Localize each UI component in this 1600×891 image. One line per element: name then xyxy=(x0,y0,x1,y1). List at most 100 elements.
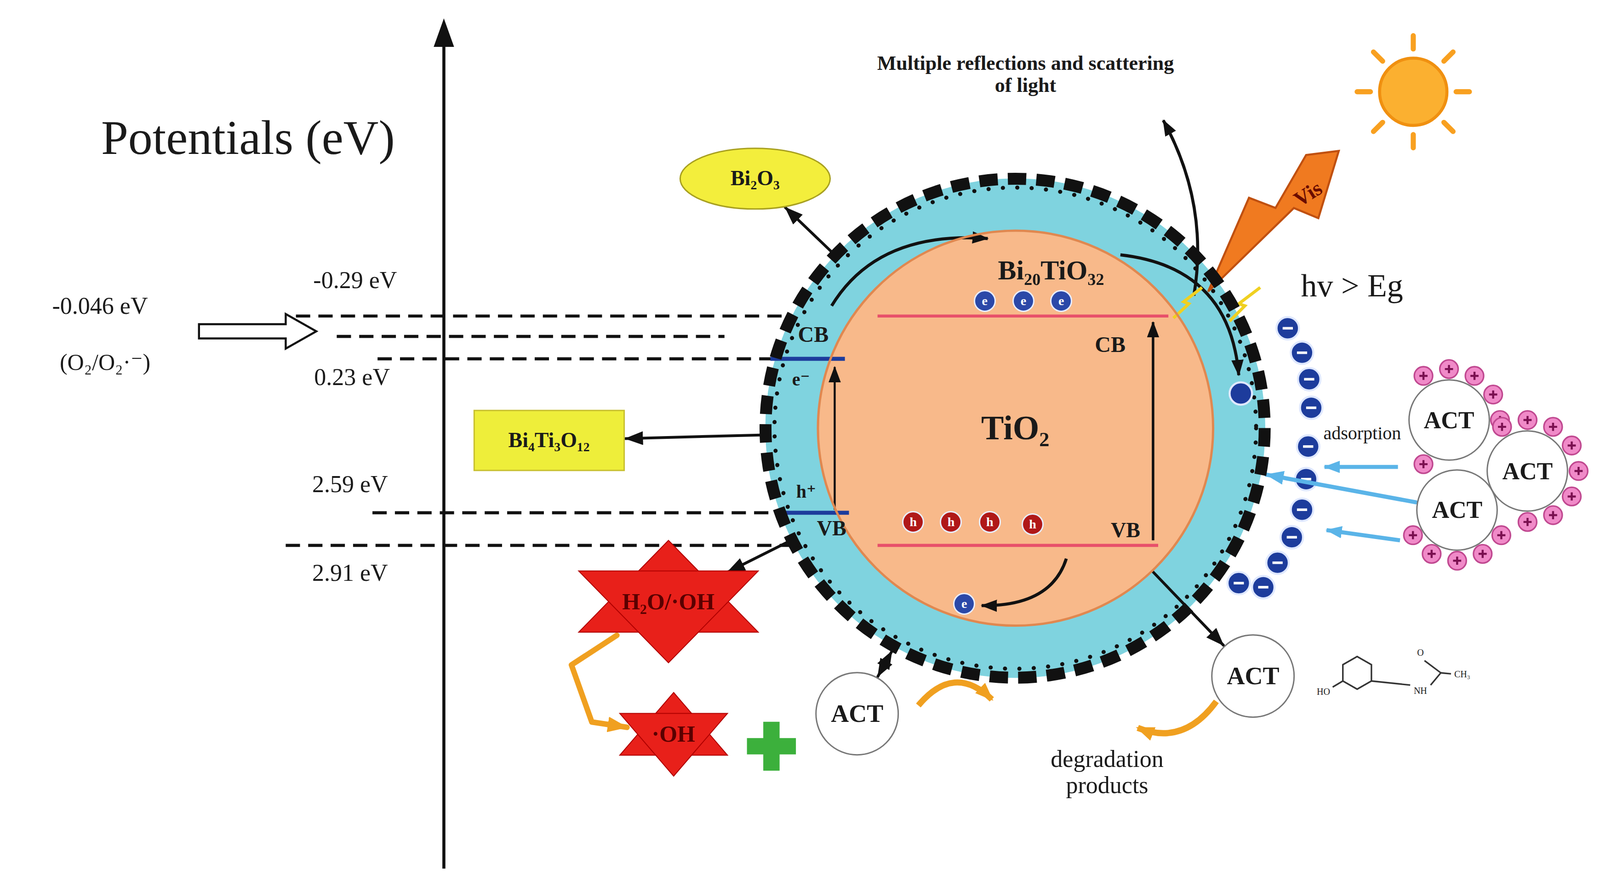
negative-charge xyxy=(1251,576,1275,599)
plus-mark xyxy=(1567,492,1577,502)
carrier-letter: h xyxy=(978,511,1001,534)
text-label: (O₂/O₂·⁻) xyxy=(59,349,151,375)
plus-mark xyxy=(1567,441,1577,451)
pollutant-circle: ACT xyxy=(1210,633,1296,720)
text-label-holder: CB xyxy=(1094,332,1126,358)
text-label: CB xyxy=(798,322,829,348)
shell-dots xyxy=(774,187,1257,669)
plus-sign xyxy=(747,722,797,772)
negative-charge xyxy=(1266,551,1289,575)
positive-charge xyxy=(1562,487,1582,506)
text-label: VB xyxy=(817,516,847,541)
carrier-letter: h xyxy=(1021,513,1044,536)
connector-arrow xyxy=(727,542,788,573)
charge-carrier: h xyxy=(978,511,1001,534)
text-label-holder: HO xyxy=(1316,686,1331,698)
minus-mark xyxy=(1233,582,1244,585)
charge-carrier: e xyxy=(1012,290,1035,313)
text-label-holder: adsorption xyxy=(1323,423,1401,444)
node-label: ACT xyxy=(1423,407,1475,434)
charge-carrier: h xyxy=(902,511,925,534)
charge-carrier: h xyxy=(1021,513,1044,536)
text-label-holder: hv > Eg xyxy=(1301,268,1404,304)
band-lines xyxy=(770,316,1169,546)
positive-charge xyxy=(1518,513,1537,532)
text-label: -0.29 eV xyxy=(313,267,397,294)
minus-mark xyxy=(1282,327,1293,331)
text-label-holder: h⁺ xyxy=(796,481,817,503)
node-label: ACT xyxy=(1431,497,1483,524)
plus-mark xyxy=(1548,511,1558,520)
adsorption-arrows xyxy=(1324,467,1400,541)
carrier-letter: h xyxy=(902,511,925,534)
connector-arrow xyxy=(785,207,832,252)
text-label-holder: (O₂/O₂·⁻) xyxy=(59,349,151,375)
pollutant-circle: ACT xyxy=(1415,468,1499,553)
positive-charge xyxy=(1569,462,1588,481)
text-label-holder: VB xyxy=(1110,519,1141,543)
carrier-letter: h xyxy=(939,511,962,534)
reaction-arrows xyxy=(918,682,1217,734)
minus-mark xyxy=(1286,536,1298,539)
connector-arrow xyxy=(571,635,628,728)
negative-charge xyxy=(1276,317,1299,340)
node-label: TiO₂ xyxy=(981,409,1050,447)
electron-ball xyxy=(1229,382,1252,406)
text-label: 2.91 eV xyxy=(312,560,389,587)
text-label-holder: -0.046 eV xyxy=(52,292,149,320)
minus-mark xyxy=(1303,378,1315,382)
text-label: -0.046 eV xyxy=(52,292,149,320)
positive-charge xyxy=(1562,436,1582,456)
pollutant-circle: ACT xyxy=(814,671,900,757)
negative-charge xyxy=(1227,572,1251,595)
text-label-holder: 2.59 eV xyxy=(312,471,389,498)
node-label: Bi₄Ti₃O₁₂ xyxy=(508,428,590,453)
text-label-holder: -0.29 eV xyxy=(313,267,397,294)
plus-mark xyxy=(1574,467,1583,476)
text-label: Multiple reflections and scattering of l… xyxy=(872,52,1179,98)
negative-charge xyxy=(1291,498,1314,522)
node-label: ACT xyxy=(1502,458,1554,485)
minus-mark xyxy=(1302,445,1314,449)
positive-charge xyxy=(1465,366,1484,386)
connector-arrow xyxy=(877,651,892,677)
text-label: VB xyxy=(1110,519,1141,543)
hollow-arrow xyxy=(199,314,317,349)
negative-charge xyxy=(1297,368,1321,391)
plus-mark xyxy=(1497,531,1506,540)
carrier-letter: e xyxy=(1012,290,1035,313)
pollutant-circle: ACT xyxy=(1485,429,1570,514)
text-label: 2.59 eV xyxy=(312,471,389,498)
positive-charge xyxy=(1492,417,1512,437)
text-label-holder: O xyxy=(1417,647,1424,658)
plus-mark xyxy=(1419,460,1428,469)
text-label-holder: CB xyxy=(798,322,829,348)
minus-mark xyxy=(1297,351,1308,355)
transfer-arrows xyxy=(831,120,1240,606)
text-label-holder: degradation products xyxy=(1030,746,1184,799)
text-label: degradation products xyxy=(1030,746,1184,799)
plus-mark xyxy=(1478,549,1487,559)
charge-carrier: e xyxy=(1050,290,1073,313)
plus-mark xyxy=(1408,531,1418,540)
plus-mark xyxy=(1523,416,1532,425)
plus-mark xyxy=(1445,365,1454,374)
text-label-holder: VB xyxy=(817,516,847,541)
minus-mark xyxy=(1272,561,1283,565)
positive-charge xyxy=(1491,526,1511,545)
negative-charge xyxy=(1291,341,1314,365)
material-ellipse: Bi₂O₃ xyxy=(678,147,832,211)
charge-carrier: h xyxy=(939,511,962,534)
node-label: Bi₂₀TiO₃₂ xyxy=(997,255,1104,286)
light-rays xyxy=(1173,287,1261,322)
text-label-holder: Multiple reflections and scattering of l… xyxy=(872,52,1179,98)
positive-charge xyxy=(1422,544,1441,564)
charge-carrier: e xyxy=(953,593,976,616)
radical-star: H₂O/·OH xyxy=(566,540,771,663)
radical-star: ·OH xyxy=(612,692,735,777)
positive-charge xyxy=(1403,526,1423,545)
pollutant-circle: ACT xyxy=(1407,378,1492,463)
node-label: ACT xyxy=(830,700,884,728)
plus-mark xyxy=(1470,371,1479,381)
text-label: 0.23 eV xyxy=(314,364,390,391)
